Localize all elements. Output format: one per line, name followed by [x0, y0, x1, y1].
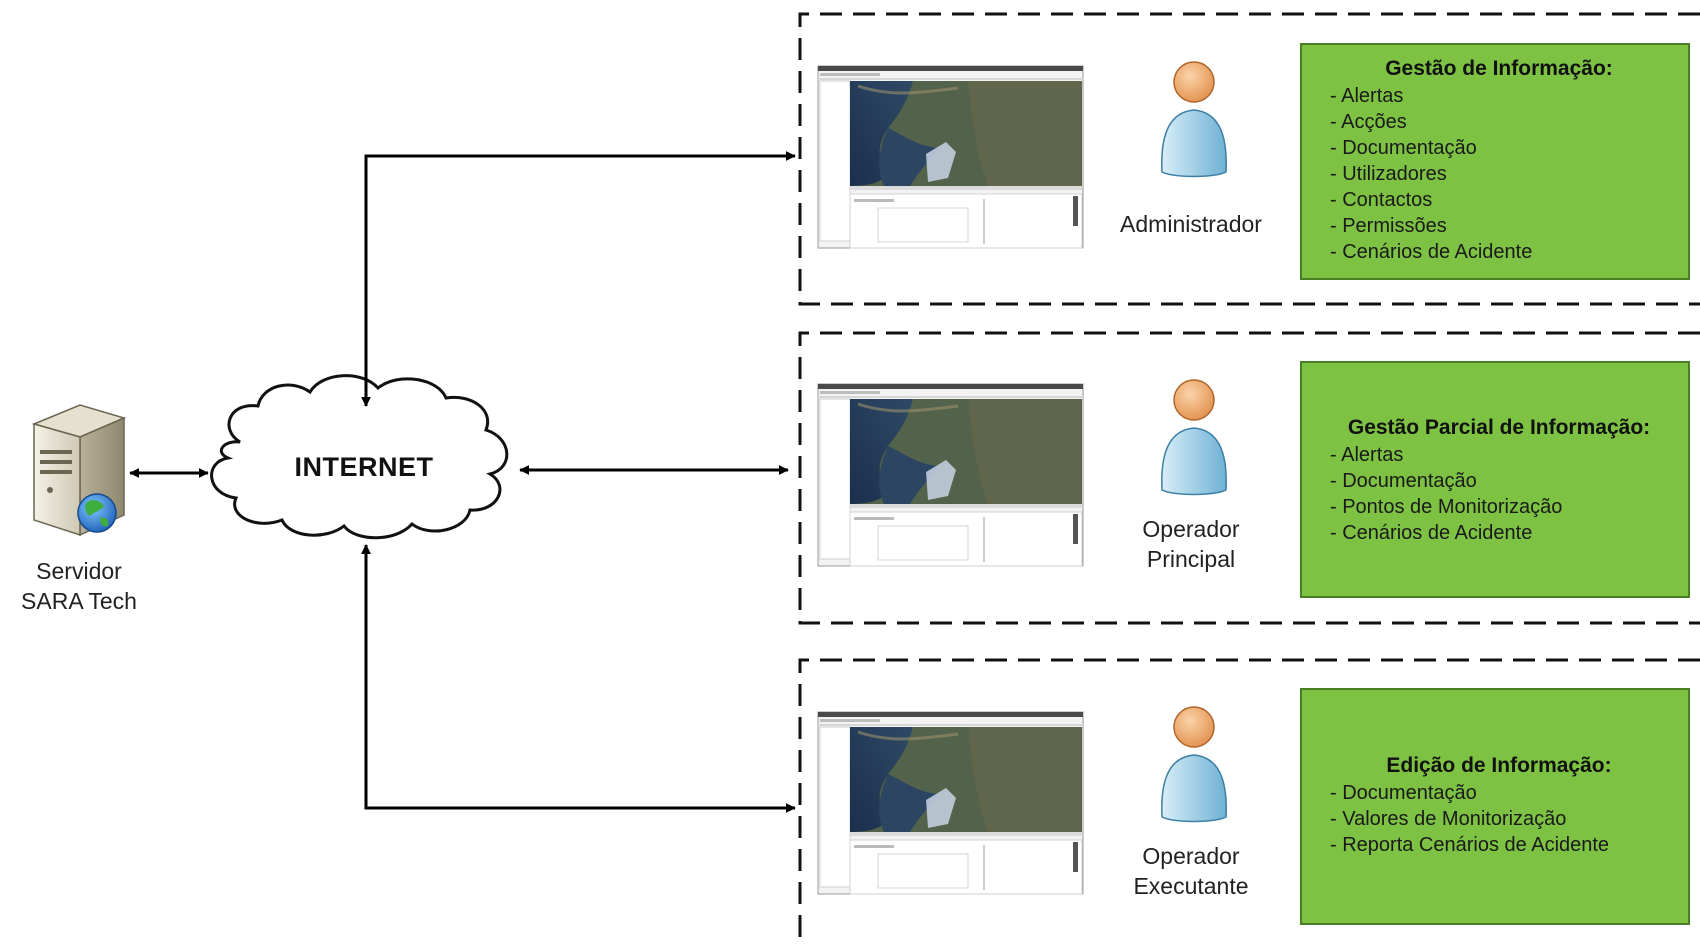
permissions-title: Gestão Parcial de Informação: — [1347, 415, 1651, 439]
permission-item: Documentação — [1330, 468, 1668, 494]
role-name-line1: Operador — [1142, 516, 1240, 542]
permission-item: Reporta Cenários de Acidente — [1330, 832, 1668, 858]
internet-administrador-arrow — [361, 151, 796, 407]
role-name-line2: Principal — [1146, 546, 1236, 572]
permission-item: Utilizadores — [1330, 161, 1668, 187]
permissions-box-administrador: Gestão de Informação: Alertas Acções Doc… — [1300, 43, 1690, 280]
permission-item: Acções — [1330, 109, 1668, 135]
permission-item: Documentação — [1330, 135, 1668, 161]
permissions-title: Edição de Informação: — [1386, 754, 1612, 777]
role-name-line2: Executante — [1133, 873, 1249, 899]
permissions-title: Gestão de Informação: — [1385, 57, 1613, 80]
permissions-list: Documentação Valores de Monitorização Re… — [1330, 780, 1668, 858]
permissions-list: Alertas Acções Documentação Utilizadores… — [1330, 83, 1668, 265]
server-label-line1: Servidor — [36, 558, 122, 584]
app-screenshot-principal — [816, 382, 1085, 568]
permissions-box-operador-executante: Edição de Informação: Documentação Valor… — [1300, 688, 1690, 925]
app-screenshot-executante — [816, 710, 1085, 896]
permission-item: Cenários de Acidente — [1330, 520, 1668, 546]
server-globe-icon — [31, 404, 127, 537]
permission-item: Permissões — [1330, 213, 1668, 239]
permissions-list: Alertas Documentação Pontos de Monitoriz… — [1330, 442, 1668, 546]
cloud-icon — [210, 374, 509, 540]
role-name-line1: Operador — [1142, 843, 1240, 869]
permission-item: Valores de Monitorização — [1330, 806, 1668, 832]
permission-item: Alertas — [1330, 83, 1668, 109]
permission-item: Contactos — [1330, 187, 1668, 213]
server-label-line2: SARA Tech — [21, 588, 137, 614]
user-icon-operador-executante — [1161, 706, 1227, 823]
role-panel-administrador — [798, 12, 1700, 306]
role-panel-operador-principal — [798, 331, 1700, 625]
permission-item: Pontos de Monitorização — [1330, 494, 1668, 520]
permission-item: Cenários de Acidente — [1330, 239, 1668, 265]
role-label-administrador: Administrador — [1091, 209, 1291, 239]
role-label-operador-executante: Operador Executante — [1091, 841, 1291, 901]
permissions-box-operador-principal: Gestão Parcial de Informação: Alertas Do… — [1300, 361, 1690, 598]
role-label-operador-principal: Operador Principal — [1091, 514, 1291, 574]
server-label: Servidor SARA Tech — [0, 556, 158, 616]
permission-item: Alertas — [1330, 442, 1668, 468]
connector-lines — [129, 151, 796, 813]
role-panel-operador-executante — [798, 658, 1700, 945]
user-icon-operador-principal — [1161, 379, 1227, 496]
app-screenshot-administrador — [816, 64, 1085, 250]
permission-item: Documentação — [1330, 780, 1668, 806]
user-icon-administrador — [1161, 61, 1227, 178]
internet-executante-arrow — [361, 544, 796, 813]
internet-label: INTERNET — [294, 452, 434, 482]
role-name-line1: Administrador — [1120, 211, 1262, 237]
